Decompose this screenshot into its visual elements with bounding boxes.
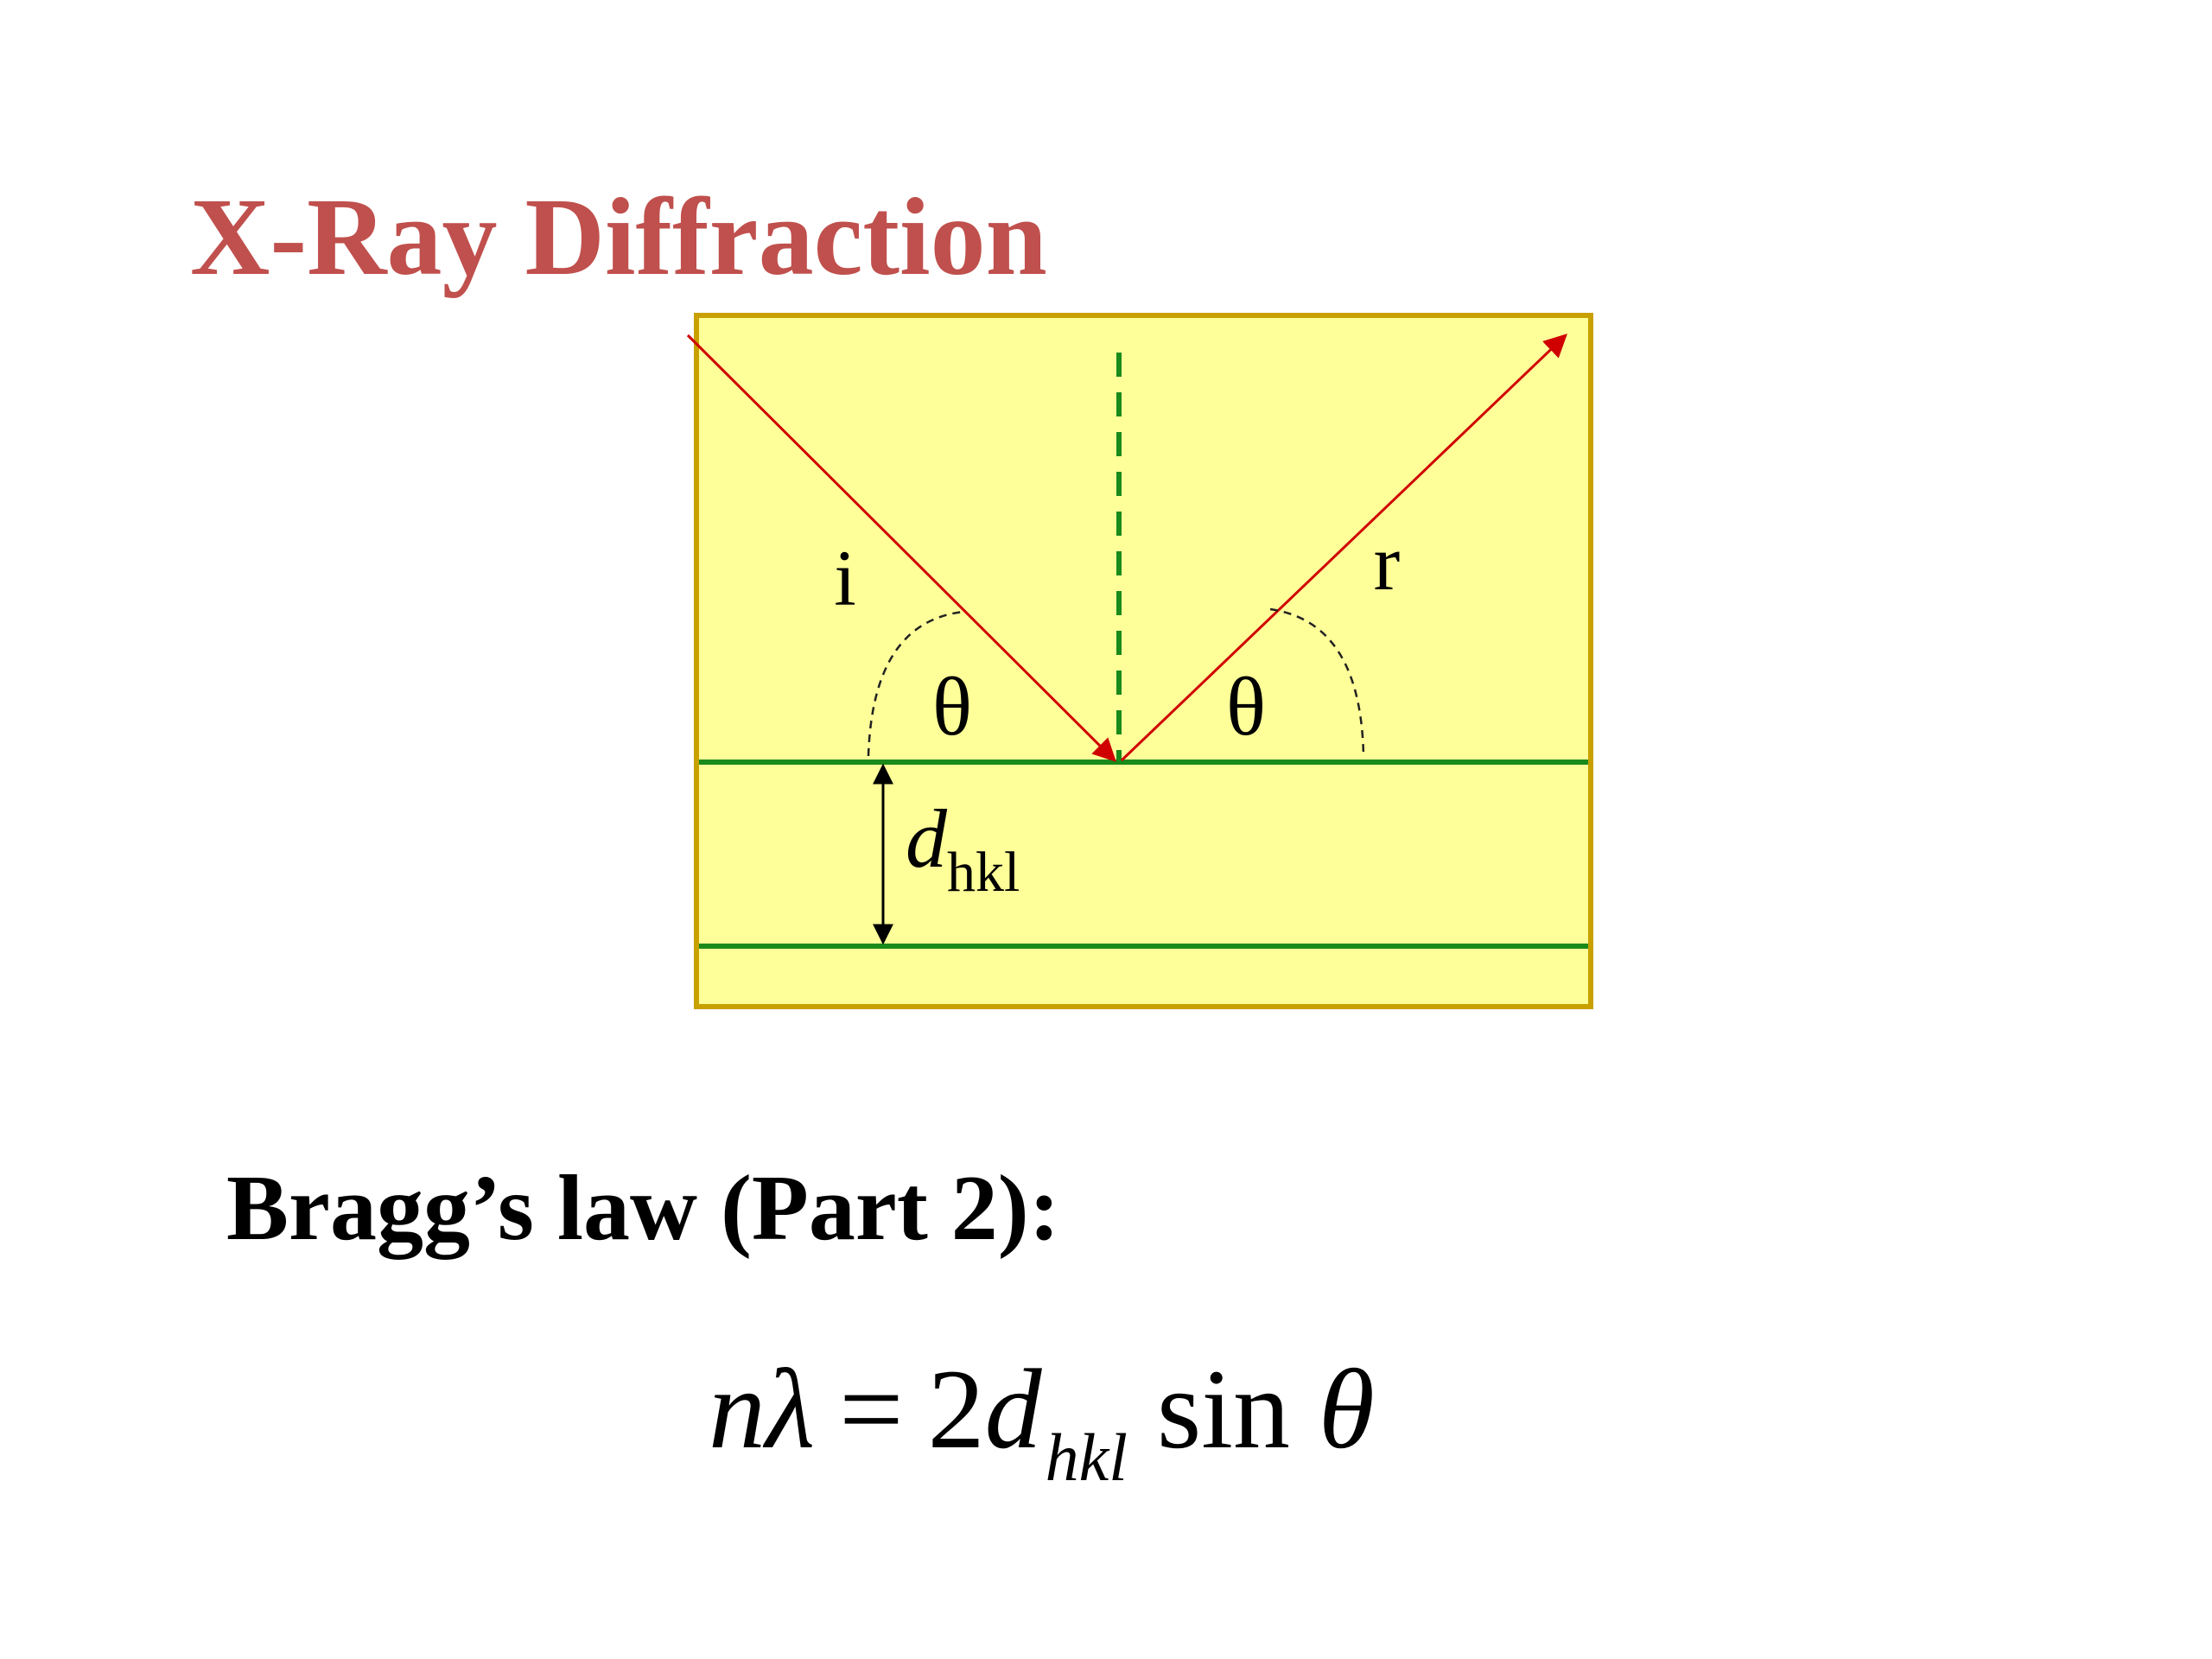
- d-spacing-label: dhkl: [906, 792, 1020, 904]
- angle-arc-right: [1269, 607, 1365, 757]
- bragg-law-heading: Bragg’s law (Part 2):: [226, 1157, 1060, 1260]
- incident-ray: [686, 334, 1116, 762]
- eq-subscript: hkl: [1045, 1420, 1128, 1495]
- eq-coefficient: 2: [927, 1345, 985, 1472]
- eq-d: d: [984, 1345, 1042, 1472]
- d-symbol: d: [906, 792, 948, 885]
- angle-arc-left: [867, 610, 964, 757]
- eq-sin: sin: [1156, 1345, 1290, 1472]
- eq-n: n: [709, 1345, 766, 1472]
- crystal-box: [694, 313, 1593, 1009]
- reflected-label: r: [1374, 518, 1401, 607]
- eq-equals: =: [839, 1345, 904, 1472]
- incident-label: i: [834, 534, 856, 622]
- angle-label-left: θ: [932, 660, 972, 753]
- eq-theta: θ: [1318, 1345, 1375, 1472]
- eq-lambda: λ: [766, 1345, 816, 1472]
- angle-label-right: θ: [1226, 660, 1266, 753]
- reflected-ray: [1120, 334, 1567, 762]
- slide-title: X-Ray Diffraction: [190, 175, 1047, 298]
- d-subscript: hkl: [947, 841, 1020, 904]
